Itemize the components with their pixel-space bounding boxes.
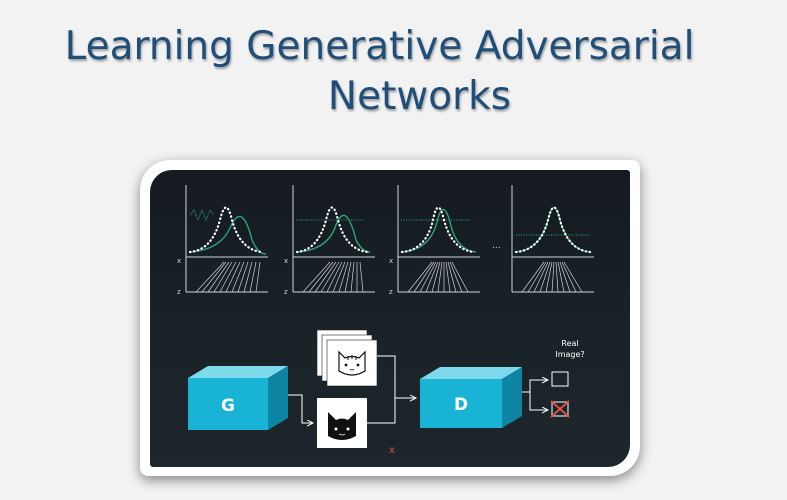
real-image-connector [377,355,396,398]
generated-image [317,398,367,448]
generated-cat-icon [328,412,356,440]
training-plot-2: x z [284,185,375,296]
plot-2-mapping-lines [302,261,364,293]
plot-1-mapping-lines [195,261,261,293]
title-line-2: Networks [327,74,512,119]
plot-3-mapping-lines [407,261,469,293]
plot-1-discriminator-curve [189,208,215,222]
title-line-1: Learning Generative Adversarial [64,24,695,69]
fake-checkbox [550,400,570,418]
gan-diagram: x z x z [150,170,630,467]
question-line-2: Image? [555,350,584,359]
plot-4-mapping-lines [521,261,583,293]
generator-front-face [188,378,268,430]
plot-3-x-label: x [389,257,393,265]
plot-4-data-curve [514,206,592,254]
generator-to-image-arrow [288,394,313,423]
discriminator-top-face [420,367,522,379]
plot-3-z-label: z [389,288,393,296]
gan-diagram-svg: x z x z [177,185,594,456]
generator-block: G [188,366,288,430]
real-cat-icon [338,350,366,376]
fake-mark: x [389,445,395,456]
training-plot-3: x z [389,185,480,296]
training-plot-4 [511,185,594,293]
real-images-stack [316,329,378,387]
slide-title: Learning Generative Adversarial Networks [0,22,787,122]
plot-1-z-label: z [177,288,181,296]
plot-2-data-curve [295,206,370,254]
images-to-discriminator-arrow [367,398,416,424]
plot-4-model-curve [515,206,591,253]
plot-3-model-curve [401,208,477,253]
discriminator-block: D [420,367,522,428]
plot-2-model-curve [296,214,371,253]
flow-arrows [288,355,548,424]
plots-ellipsis: ... [492,241,501,251]
discriminator-to-fake-arrow [529,392,548,410]
plot-1-model-curve [189,215,267,255]
plot-1-x-label: x [177,257,181,265]
generator-top-face [188,366,288,378]
plot-2-x-label: x [284,257,288,265]
training-plot-1: x z [177,185,268,296]
generator-label: G [221,396,235,416]
plot-1-data-curve [188,206,264,254]
discriminator-label: D [454,395,468,415]
plot-2-z-label: z [284,288,288,296]
discriminator-to-real-arrow [518,380,548,393]
question-line-1: Real [561,339,578,348]
plot-3-data-curve [400,206,476,254]
discriminator-side-face [502,367,522,428]
generator-side-face [268,366,288,430]
real-checkbox [551,371,569,387]
discriminator-front-face [420,379,502,428]
